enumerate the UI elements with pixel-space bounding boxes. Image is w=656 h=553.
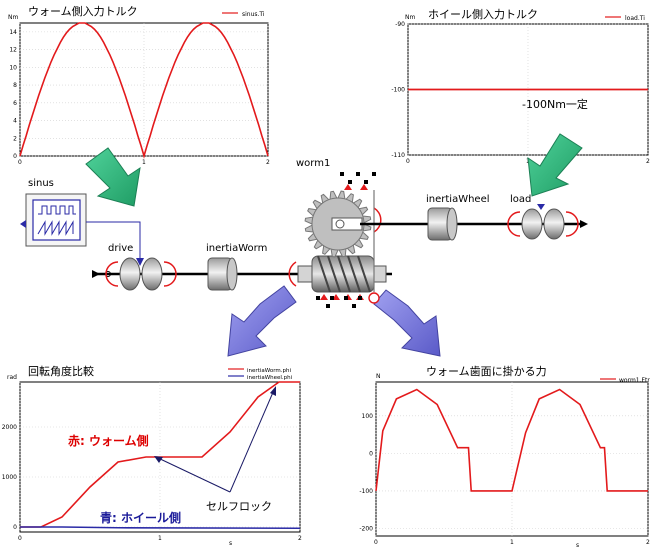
y-tick-label: 100 <box>362 413 374 420</box>
y-tick-label: 0 <box>13 524 17 531</box>
legend-inertia-worm: inertiaWorm.phi <box>247 368 291 374</box>
x-tick-label: 0 <box>406 158 410 165</box>
series-inertiawheel-phi <box>20 526 301 530</box>
y-tick-label: 6 <box>13 100 17 107</box>
x-tick-label: 0 <box>18 535 22 542</box>
x-tick-label: 1 <box>510 539 514 546</box>
x-tick-label: 2 <box>646 539 650 546</box>
y-tick-label: 0 <box>369 450 373 457</box>
annotation-red: 赤: ウォーム側 <box>68 434 149 448</box>
y-tick-label: 4 <box>13 118 17 125</box>
self-lock-note: セルフロック <box>206 500 272 513</box>
blue-arrow-left <box>227 285 297 357</box>
x-tick-label: 0 <box>18 159 22 165</box>
unit-label: rad <box>7 374 17 381</box>
annotation-blue: 青: ホイール側 <box>100 511 181 525</box>
sinus-block[interactable] <box>20 193 144 266</box>
y-tick-label: -110 <box>391 152 405 159</box>
y-tick-label: 0 <box>13 153 17 160</box>
y-tick-label: -200 <box>359 525 373 532</box>
worm-gear[interactable] <box>288 255 387 308</box>
angle-chart: inertiaWorm.phi inertiaWheel.phi rad s 2… <box>2 368 302 547</box>
x-tick-label: 0 <box>374 539 378 546</box>
y-tick-label: 1000 <box>2 474 17 481</box>
x-tick-label: 2 <box>646 158 650 165</box>
angle-plot: inertiaWorm.phi inertiaWheel.phi rad s 2… <box>0 362 306 549</box>
y-tick-label: -100 <box>359 488 373 495</box>
drive-label: drive <box>108 243 134 254</box>
load-coupling[interactable] <box>507 204 579 240</box>
constant-torque-note: -100Nm一定 <box>522 98 588 111</box>
legend-worm1-ftr: worm1.Ftr <box>619 377 650 384</box>
inertia-worm-label: inertiaWorm <box>206 243 268 254</box>
y-tick-label: 2 <box>13 135 17 142</box>
series-sinus-ti <box>19 22 269 159</box>
drive-coupling[interactable] <box>105 257 177 291</box>
x-tick-label: 1 <box>142 159 146 165</box>
unit-label: N <box>376 373 381 380</box>
wheel-gear[interactable] <box>304 172 382 258</box>
unit-label: Nm <box>405 14 415 21</box>
y-tick-label: -90 <box>395 21 405 28</box>
wheel-torque-title: ホイール側入力トルク <box>428 8 538 21</box>
legend-sinus-ti: sinus.Ti <box>242 11 265 18</box>
inertia-wheel-label: inertiaWheel <box>426 194 490 205</box>
y-tick-label: -100 <box>391 87 405 94</box>
inertia-worm-body[interactable] <box>207 257 238 291</box>
sinus-label: sinus <box>28 178 54 189</box>
tooth-force-title: ウォーム歯面に掛かる力 <box>426 365 547 378</box>
y-tick-label: 14 <box>9 29 17 36</box>
y-tick-label: 10 <box>9 64 17 71</box>
y-tick-label: 2000 <box>2 424 17 431</box>
inertia-wheel-body[interactable] <box>427 207 458 241</box>
series-inertiaworm-phi <box>20 381 300 528</box>
series-worm1-ftr <box>375 388 648 492</box>
legend-load-ti: load.Ti <box>625 15 645 22</box>
legend-inertia-wheel: inertiaWheel.phi <box>247 375 293 381</box>
x-tick-label: 2 <box>266 159 270 165</box>
unit-label: Nm <box>8 14 18 21</box>
worm-label: worm1 <box>296 158 331 169</box>
y-tick-label: 8 <box>13 82 17 89</box>
worm-torque-title: ウォーム側入力トルク <box>28 5 138 18</box>
x-unit-label: s <box>576 542 579 549</box>
angle-title: 回転角度比較 <box>28 365 94 378</box>
x-unit-label: s <box>229 540 232 547</box>
load-label: load <box>510 194 532 205</box>
x-tick-label: 1 <box>158 535 162 542</box>
x-tick-label: 1 <box>526 158 530 165</box>
y-tick-label: 12 <box>9 47 17 54</box>
x-tick-label: 2 <box>298 535 302 542</box>
blue-arrow-right <box>373 289 441 357</box>
